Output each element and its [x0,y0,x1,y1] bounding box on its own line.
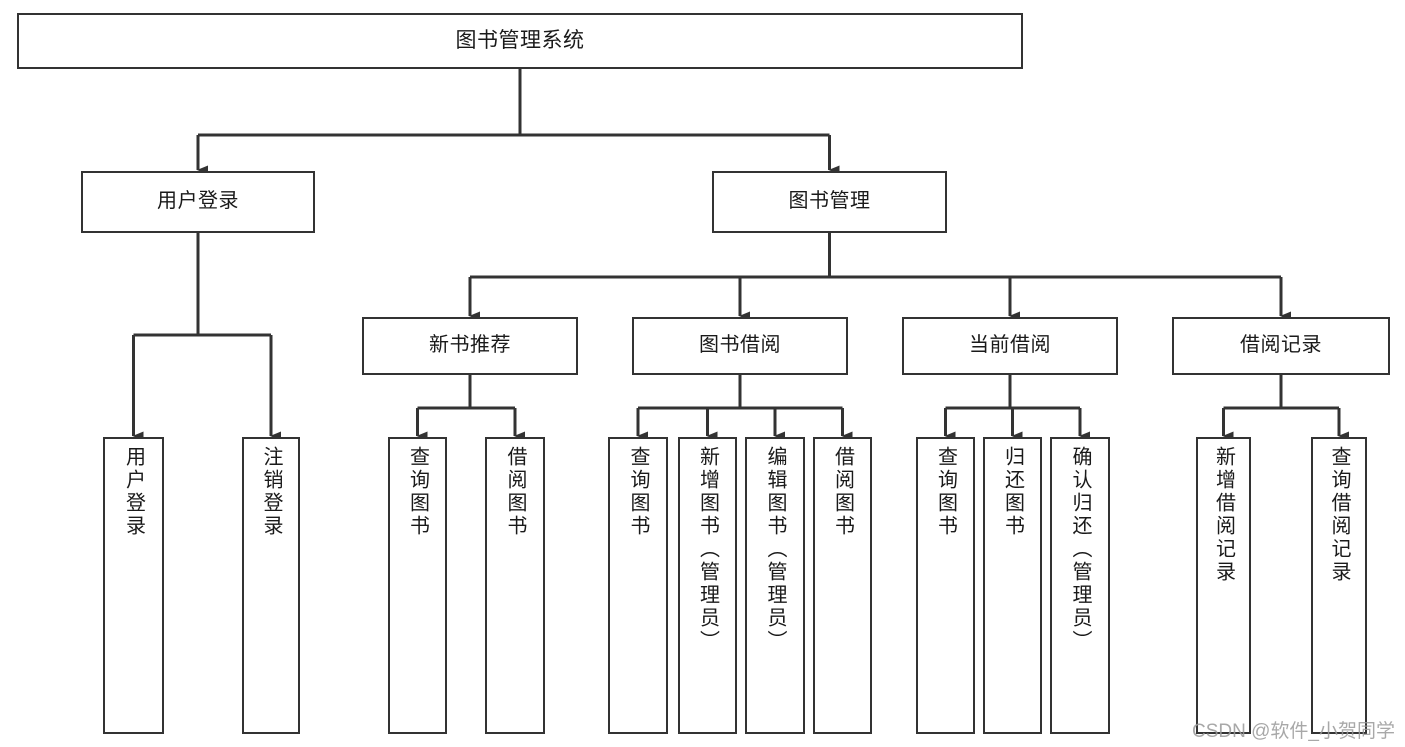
node-label: 图书管理 [788,190,871,213]
leaf-borrow-book-recommendation[interactable]: 借阅图书 [485,437,545,734]
node-label: 当前借阅 [969,334,1051,357]
node-label: 用户登录 [122,446,145,538]
node-book-management[interactable]: 图书管理 [712,171,947,233]
node-label: 新书推荐 [429,334,511,357]
node-label: 确认归还（管理员） [1069,446,1091,653]
node-label: 新增图书（管理员） [696,446,719,653]
node-label: 借阅记录 [1240,334,1322,357]
node-new-book-recommendation[interactable]: 新书推荐 [362,317,578,375]
node-label: 查询图书 [934,446,957,538]
node-book-borrowing[interactable]: 图书借阅 [632,317,848,375]
node-label: 用户登录 [157,190,239,213]
node-root-library-system[interactable]: 图书管理系统 [17,13,1023,69]
leaf-add-book-admin[interactable]: 新增图书（管理员） [678,437,737,734]
leaf-query-book-borrowing[interactable]: 查询图书 [608,437,668,734]
node-user-login[interactable]: 用户登录 [81,171,315,233]
node-label: 借阅图书 [504,446,526,538]
leaf-confirm-return-admin[interactable]: 确认归还（管理员） [1050,437,1110,734]
node-label: 借阅图书 [831,446,854,538]
leaf-add-borrow-record[interactable]: 新增借阅记录 [1196,437,1251,734]
node-borrowing-records[interactable]: 借阅记录 [1172,317,1390,375]
node-label: 查询图书 [406,446,429,538]
leaf-query-book-recommendation[interactable]: 查询图书 [388,437,447,734]
node-label: 新增借阅记录 [1212,446,1235,584]
leaf-edit-book-admin[interactable]: 编辑图书（管理员） [745,437,805,734]
node-label: 图书借阅 [699,334,781,357]
node-label: 编辑图书（管理员） [764,446,786,653]
leaf-logout[interactable]: 注销登录 [242,437,300,734]
leaf-return-book[interactable]: 归还图书 [983,437,1042,734]
leaf-user-login[interactable]: 用户登录 [103,437,164,734]
node-label: 归还图书 [1001,446,1024,538]
leaf-borrow-book-borrowing[interactable]: 借阅图书 [813,437,872,734]
node-label: 查询图书 [627,446,649,538]
node-label: 图书管理系统 [455,28,585,52]
node-label: 注销登录 [260,446,282,538]
node-current-borrowing[interactable]: 当前借阅 [902,317,1118,375]
leaf-query-borrow-record[interactable]: 查询借阅记录 [1311,437,1367,734]
node-label: 查询借阅记录 [1328,446,1350,584]
leaf-query-book-current[interactable]: 查询图书 [916,437,975,734]
